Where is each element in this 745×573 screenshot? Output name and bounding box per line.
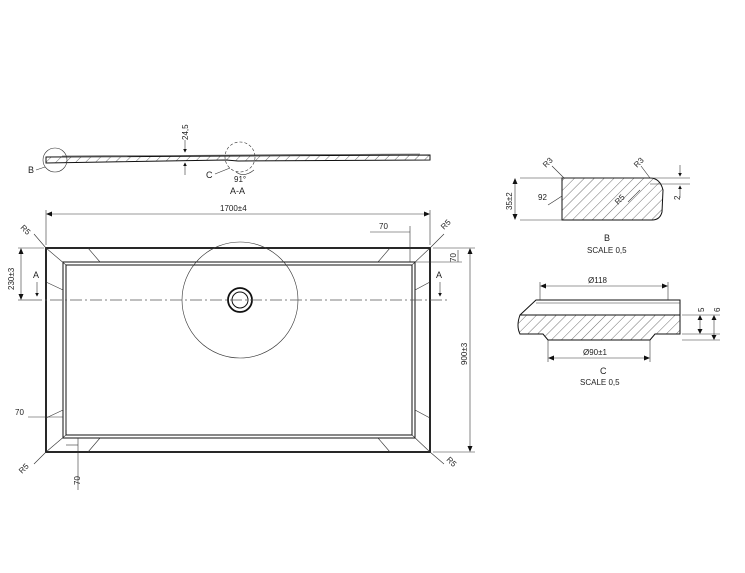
leader-b-r5 bbox=[627, 189, 641, 203]
detail-c-dim-inner-label: Ø90±1 bbox=[583, 348, 608, 357]
section-view-a-a: B C 91° 24,5 A-A bbox=[28, 124, 431, 196]
detail-b-height-label: 35±2 bbox=[505, 192, 514, 210]
tray-outer-edge bbox=[45, 247, 431, 453]
slope-line-7 bbox=[45, 409, 64, 419]
detail-b-angle-arc bbox=[547, 195, 563, 206]
detail-c-dim-5-label: 5 bbox=[697, 307, 706, 312]
section-title: A-A bbox=[230, 186, 245, 196]
detail-b-scale: SCALE 0,5 bbox=[587, 246, 627, 255]
plan-view: A A 1700±4 900±3 230±3 70 70 70 70 bbox=[7, 204, 475, 490]
corner-line-tr bbox=[411, 247, 431, 266]
detail-b-title: B bbox=[604, 233, 610, 243]
callout-circle-c bbox=[224, 141, 256, 173]
detail-c-dim-outer-label: Ø118 bbox=[588, 276, 608, 285]
leader-c bbox=[214, 167, 231, 175]
angle-arc bbox=[235, 169, 255, 175]
section-top-edge bbox=[61, 153, 421, 157]
detail-b-lip-label: 2 bbox=[673, 195, 682, 200]
slope-line-8 bbox=[414, 409, 431, 419]
slope-line-3 bbox=[87, 437, 101, 453]
radius-tl-label: R5 bbox=[19, 223, 33, 237]
detail-b-profile bbox=[561, 177, 664, 221]
dim-height-label: 24,5 bbox=[181, 124, 190, 140]
section-profile bbox=[45, 154, 431, 164]
dim-length-label: 1700±4 bbox=[220, 204, 247, 213]
radius-tr-label: R5 bbox=[439, 217, 453, 231]
slope-line-1 bbox=[87, 247, 101, 263]
callout-circle-b bbox=[42, 147, 68, 173]
detail-c-body bbox=[517, 314, 681, 341]
dim-right-70-label: 70 bbox=[449, 253, 458, 262]
detail-b-angle: 92 bbox=[538, 193, 547, 202]
leader-r5-tl bbox=[33, 233, 47, 249]
section-mark-right: A bbox=[436, 270, 442, 280]
section-mark-left: A bbox=[33, 270, 39, 280]
detail-b-r-right: R3 bbox=[632, 155, 646, 169]
dim-offset-arrows bbox=[18, 248, 24, 300]
tray-inner-edge-2 bbox=[65, 264, 413, 436]
callout-b-label: B bbox=[28, 165, 34, 175]
radius-bl-label: R5 bbox=[17, 461, 31, 475]
detail-c-dim-6-label: 6 bbox=[713, 307, 722, 312]
detail-c-title: C bbox=[600, 366, 607, 376]
radius-br-label: R5 bbox=[445, 455, 459, 469]
corner-line-tl bbox=[45, 247, 67, 266]
slope-line-6 bbox=[414, 281, 431, 291]
detail-b: 35±2 2 R3 R3 R5 92 B SCALE 0,5 bbox=[505, 155, 690, 255]
slope-line-5 bbox=[45, 281, 64, 291]
dim-offset-label: 230±3 bbox=[7, 267, 16, 290]
corner-line-br bbox=[411, 434, 431, 453]
dim-width-label: 900±3 bbox=[460, 342, 469, 365]
angle-label: 91° bbox=[234, 175, 246, 184]
leader-r5-tr bbox=[429, 233, 445, 249]
detail-c-scale: SCALE 0,5 bbox=[580, 378, 620, 387]
leader-b bbox=[35, 166, 46, 171]
corner-line-bl bbox=[45, 434, 67, 453]
leader-r5-br bbox=[429, 451, 445, 465]
detail-c-6-arrows bbox=[711, 315, 717, 340]
leader-b-r3-left bbox=[551, 165, 565, 179]
slope-line-4 bbox=[377, 437, 391, 453]
leader-r5-bl bbox=[33, 451, 47, 465]
dim-top-right-70-label: 70 bbox=[379, 222, 388, 231]
detail-c-5-arrows bbox=[697, 315, 703, 334]
dim-left-70-label: 70 bbox=[15, 408, 24, 417]
detail-c-upper bbox=[519, 299, 681, 316]
dim-bottom-70-label: 70 bbox=[73, 476, 82, 485]
tray-inner-edge bbox=[62, 261, 416, 439]
detail-c: Ø118 Ø90±1 5 6 C SCALE 0,5 bbox=[517, 276, 722, 387]
slope-line-2 bbox=[377, 247, 391, 263]
leader-b-r3-right bbox=[640, 165, 651, 179]
callout-c-label: C bbox=[206, 170, 213, 180]
